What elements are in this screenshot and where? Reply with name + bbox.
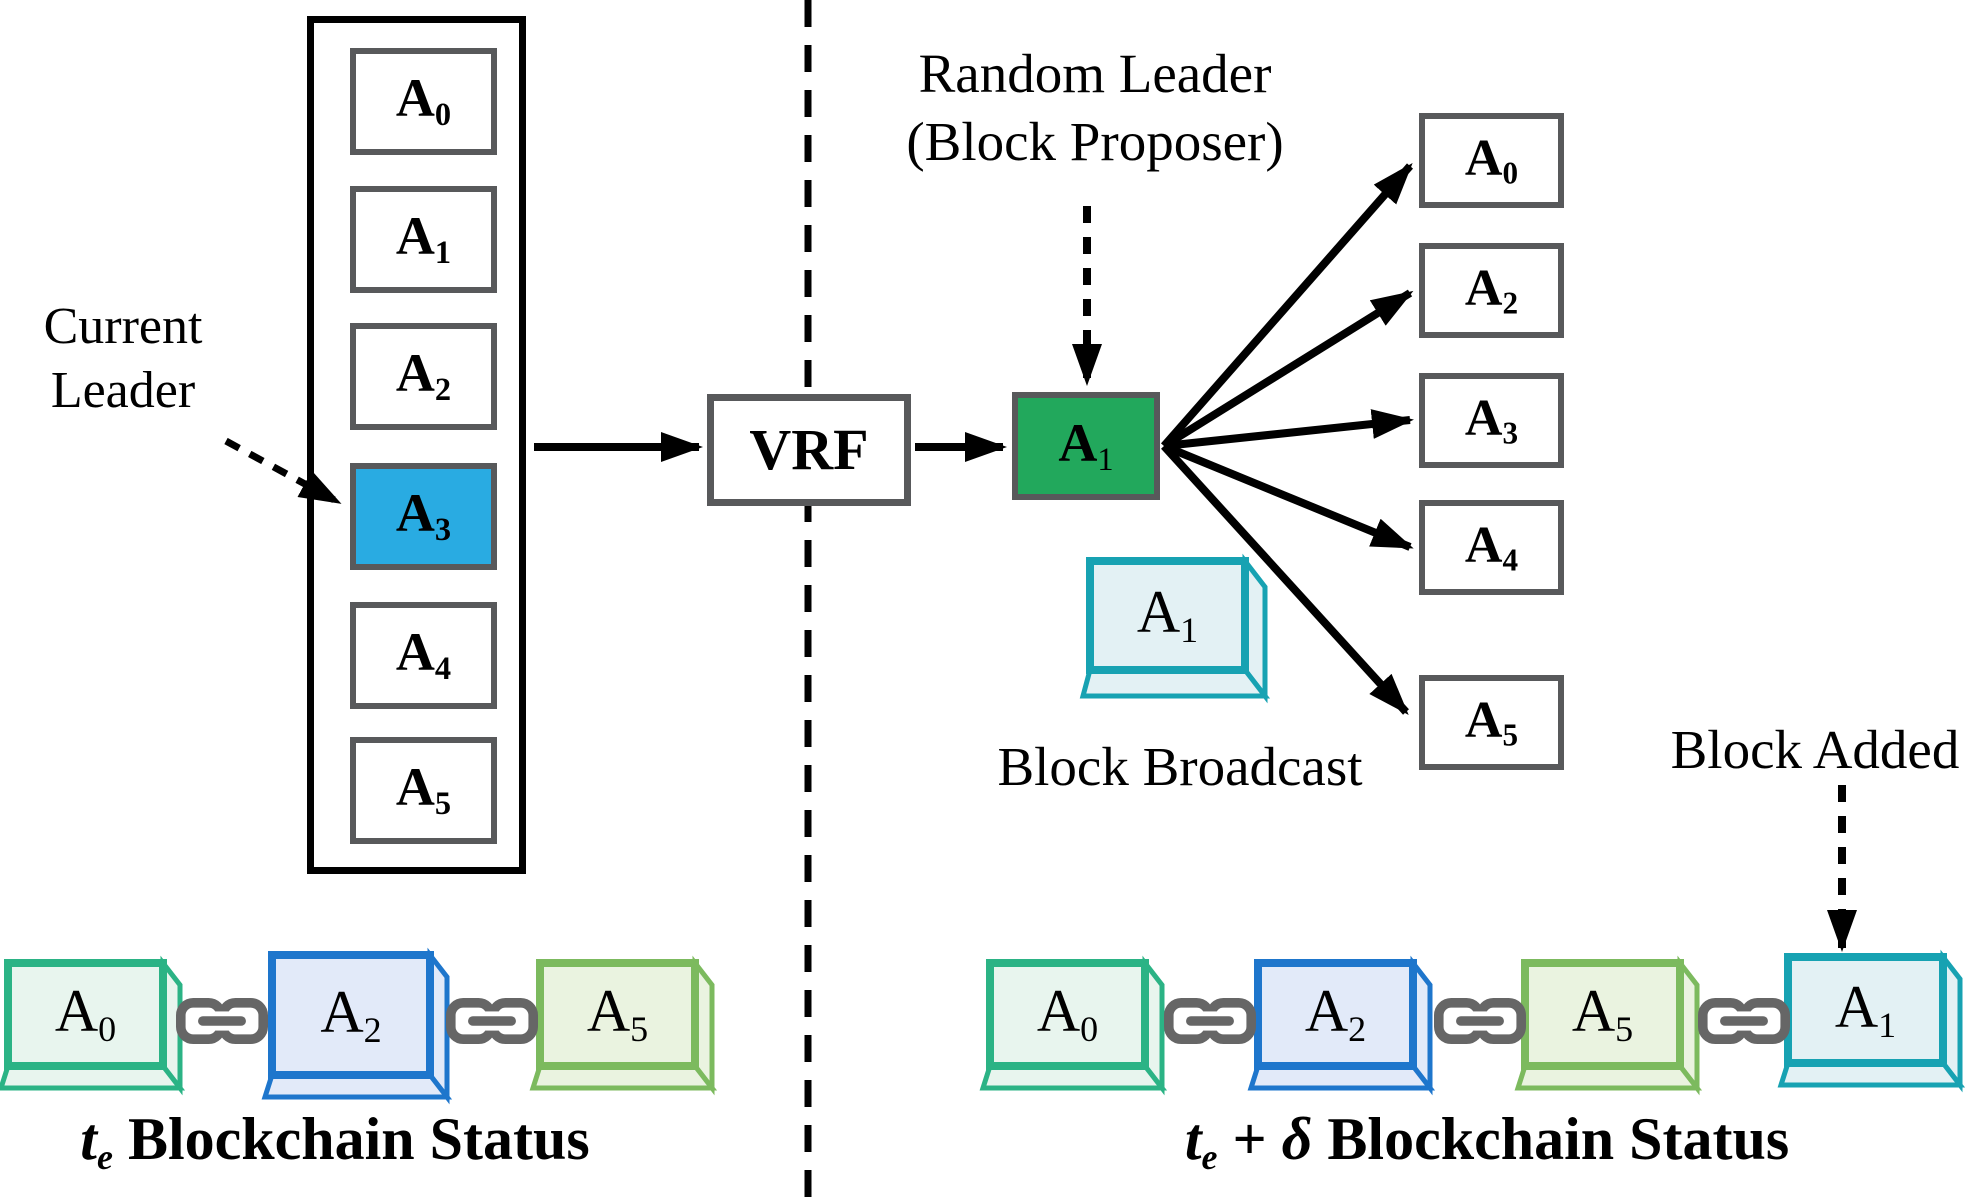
node-label: A5 — [1464, 691, 1519, 753]
receiver-node-a5: A5 — [1419, 675, 1564, 770]
member-node-a3-current-leader: A3 — [350, 463, 497, 570]
node-label: A5 — [395, 757, 452, 823]
block-3d-a2-after — [1247, 955, 1436, 1096]
arrow-broadcast-to-a5 — [1161, 443, 1409, 715]
block-3d-a5-before — [529, 955, 718, 1096]
leader-node-a1: A1 — [1012, 392, 1160, 500]
chain-link-icon — [1439, 1003, 1521, 1039]
node-label: A2 — [1464, 259, 1519, 321]
random-leader-label: Random Leader (Block Proposer) — [906, 43, 1284, 173]
chain-after-block-a0-label: A0 — [1036, 978, 1099, 1050]
member-node-a4: A4 — [350, 602, 497, 709]
broadcast-block-label: A1 — [1136, 579, 1199, 651]
vrf-label: VRF — [749, 417, 869, 482]
member-node-a5: A5 — [350, 737, 497, 844]
chain-link-icon — [1703, 1003, 1785, 1039]
block-3d-a1-broadcast — [1079, 553, 1271, 704]
current-leader-pointer-arrow — [224, 437, 342, 506]
receiver-node-a0: A0 — [1419, 113, 1564, 208]
block-3d-a0-after — [979, 955, 1168, 1096]
chain-after-caption: te + δ Blockchain Status — [1184, 1106, 1790, 1178]
receiver-node-a3: A3 — [1419, 373, 1564, 468]
block-3d-a1-added — [1777, 949, 1966, 1093]
chain-after-block-a5-label: A5 — [1571, 978, 1634, 1050]
arrow-broadcast-to-a0 — [1160, 162, 1414, 449]
node-label: A4 — [395, 622, 452, 688]
block-broadcast-label: Block Broadcast — [997, 736, 1363, 797]
node-label: A1 — [395, 206, 452, 272]
block-added-label: Block Added — [1670, 719, 1960, 780]
arrow-broadcast-to-a2 — [1161, 289, 1414, 450]
chain-link-icon — [181, 1003, 263, 1039]
node-label: A3 — [1464, 389, 1519, 451]
block-3d-a2-before — [261, 947, 453, 1105]
chain-before-block-a0-label: A0 — [54, 978, 117, 1050]
receiver-node-a4: A4 — [1419, 500, 1564, 595]
member-node-a1: A1 — [350, 186, 497, 293]
node-label: A0 — [395, 68, 452, 134]
arrow-broadcast-to-a3 — [1163, 409, 1414, 450]
current-leader-label: Current Leader — [43, 298, 203, 420]
node-label: A2 — [395, 343, 452, 409]
node-label: A1 — [1058, 412, 1114, 478]
chain-after-block-a1-label: A1 — [1834, 973, 1897, 1046]
chain-before-block-a2-label: A2 — [320, 978, 382, 1051]
member-node-a2: A2 — [350, 323, 497, 430]
node-label: A4 — [1464, 516, 1519, 578]
block-3d-a5-after — [1514, 955, 1703, 1096]
member-node-a0: A0 — [350, 48, 497, 155]
block-3d-a0-before — [0, 955, 186, 1096]
chain-after-block-a2-label: A2 — [1304, 978, 1367, 1050]
vrf-box: VRF — [707, 394, 911, 506]
arrow-broadcast-to-a4 — [1162, 442, 1414, 551]
node-label: A3 — [395, 483, 452, 549]
chain-link-icon — [451, 1003, 533, 1039]
member-panel — [307, 16, 526, 874]
node-label: A0 — [1464, 129, 1519, 191]
chain-before-block-a5-label: A5 — [586, 978, 649, 1050]
chain-before-caption: te Blockchain Status — [80, 1106, 590, 1178]
chain-link-icon — [1169, 1003, 1251, 1039]
receiver-node-a2: A2 — [1419, 243, 1564, 338]
